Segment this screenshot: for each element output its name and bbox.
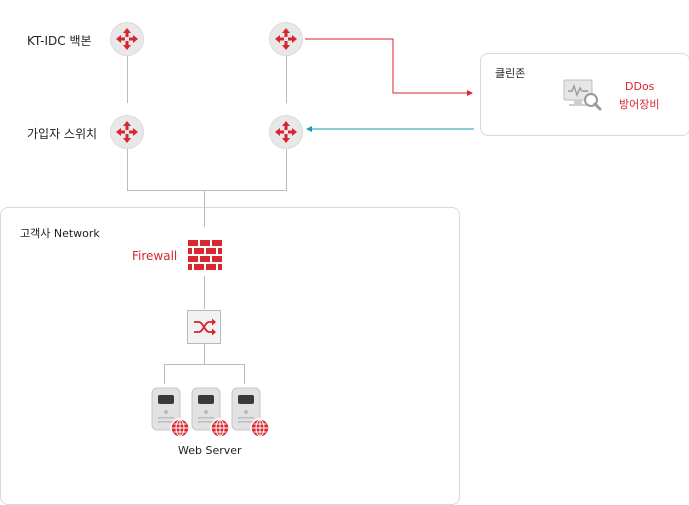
firewall-brick-icon [188,240,222,270]
globe-icon [250,418,270,438]
switch-shuffle-icon [187,310,221,344]
firewall-label: Firewall [132,249,178,263]
customer-network-label: 고객사 Network [20,227,100,240]
switch-right-vline [286,149,287,191]
servers-hline [164,364,245,365]
switch-left-vline [127,149,128,191]
monitor-search-icon [563,79,602,111]
router-icon [275,121,297,143]
switch-to-servers-vline [204,344,205,364]
diversion-arrow [305,38,473,96]
backbone-router-left [110,22,144,56]
backbone-right-vline [286,56,287,103]
firewall-to-switch-vline [204,276,205,309]
web-server-label: Web Server [178,444,242,457]
router-icon [116,121,138,143]
subscriber-switch-router-left [110,115,144,149]
ddos-label-line1: DDos [625,80,655,93]
subscriber-switch-label: 가입자 스위치 [27,127,98,141]
web-server-3 [231,387,270,438]
to-firewall-vline [204,190,205,227]
router-icon [275,28,297,50]
globe-icon [170,418,190,438]
server3-drop [244,364,245,384]
web-server-1 [151,387,190,438]
globe-icon [210,418,230,438]
web-server-2 [191,387,230,438]
switch-join-hline [127,190,287,191]
router-icon [116,28,138,50]
backbone-left-vline [127,56,128,103]
subscriber-switch-router-right [269,115,303,149]
clean-zone-label: 클린존 [495,67,526,80]
ddos-label-line2: 방어장비 [619,98,660,111]
server1-drop [164,364,165,384]
backbone-router-right [269,22,303,56]
customer-network-panel [0,207,460,505]
backbone-label: KT-IDC 백본 [27,34,92,48]
